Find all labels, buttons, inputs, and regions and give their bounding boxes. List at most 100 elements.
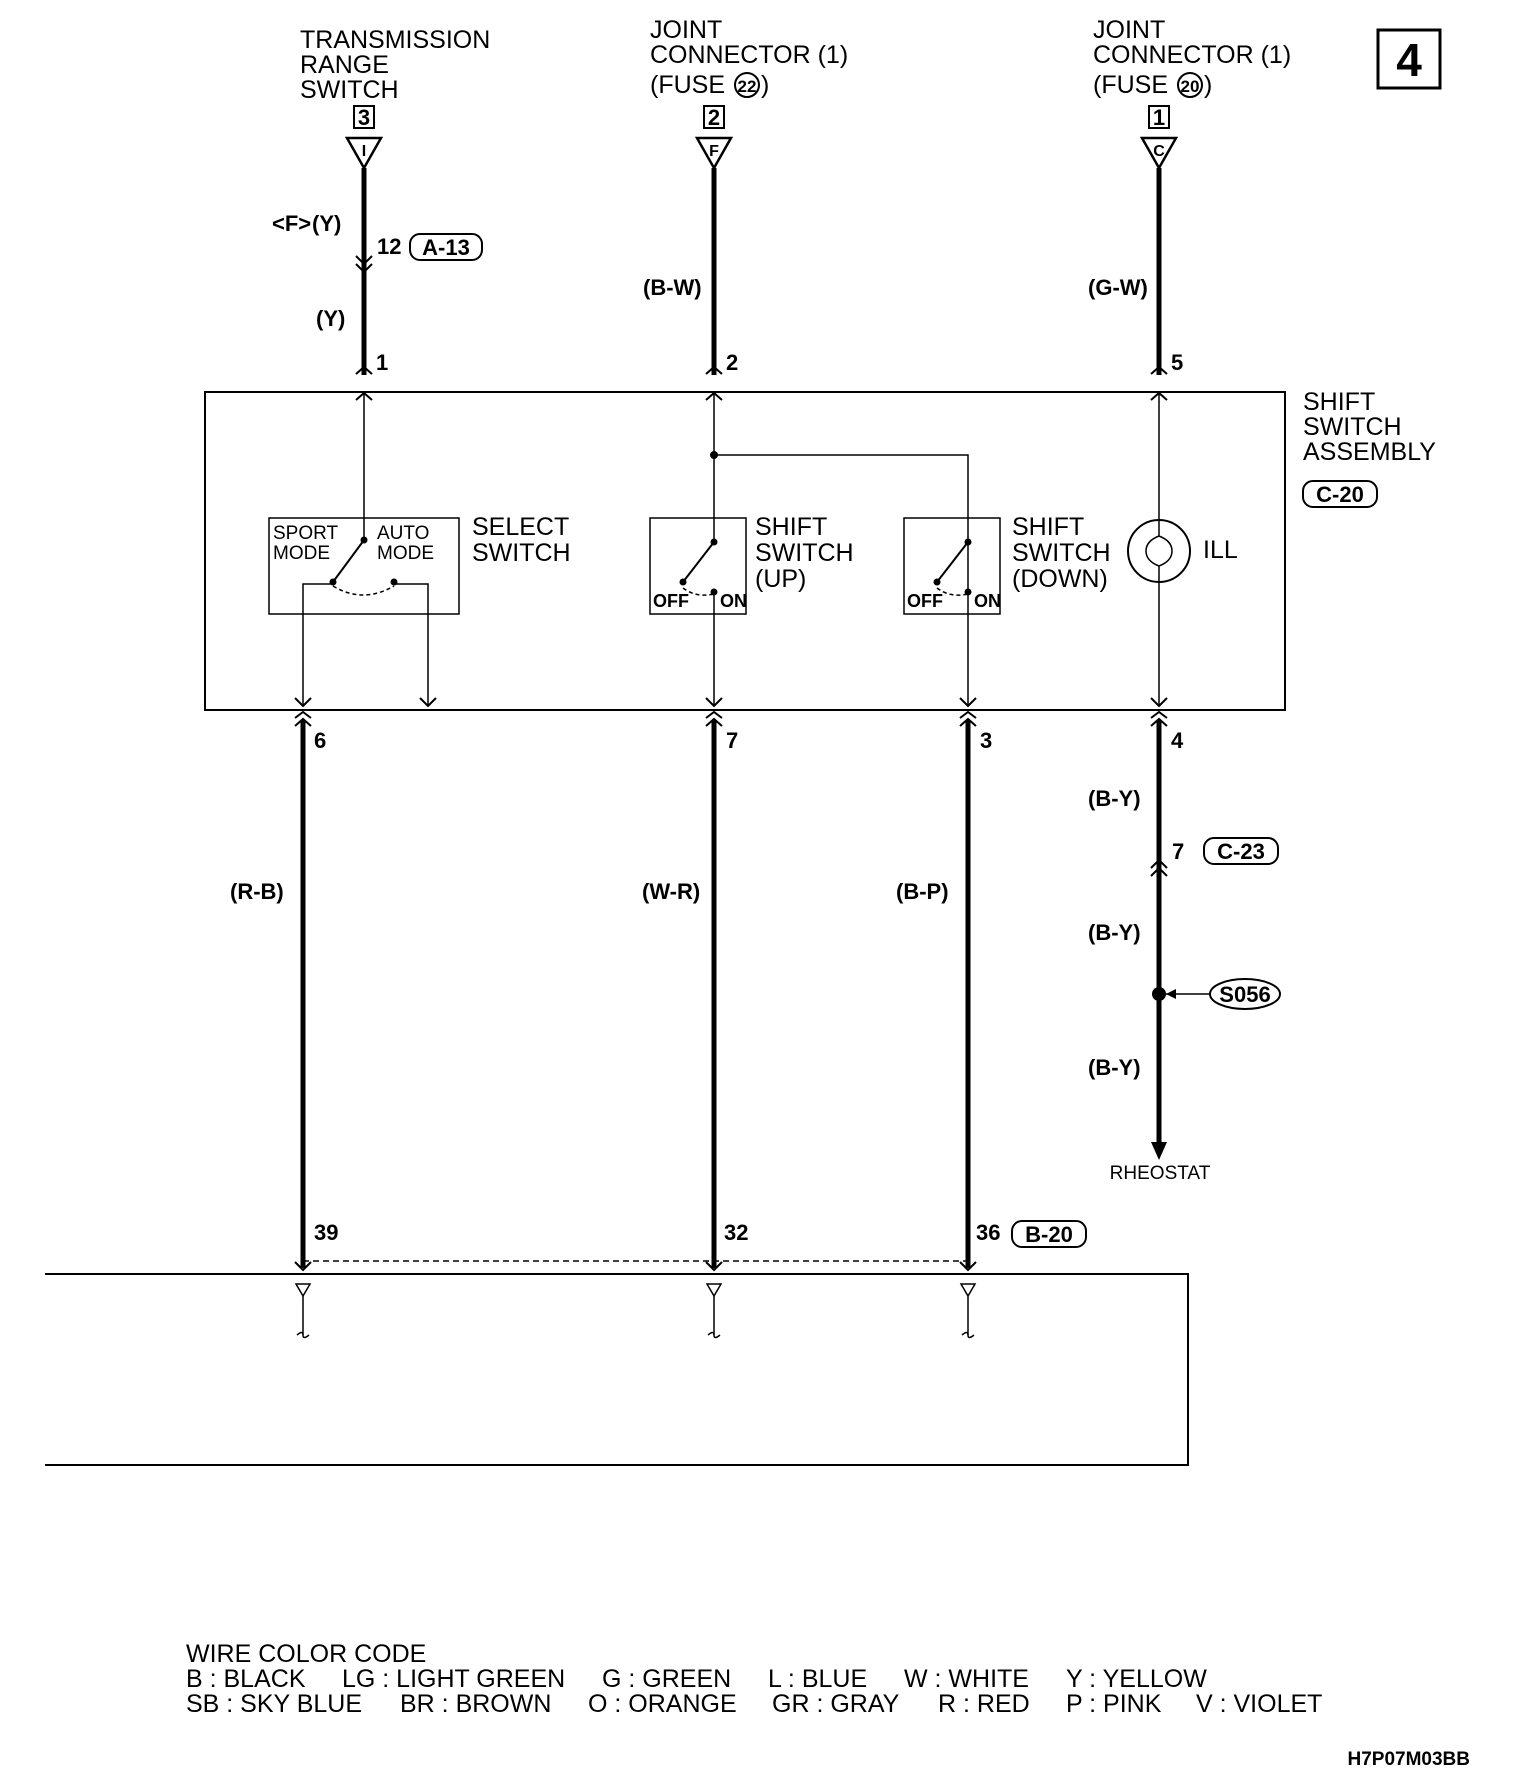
svg-text:(B-W): (B-W) <box>643 275 702 300</box>
svg-text:(Y): (Y) <box>312 211 341 236</box>
ecu-section: 39 32 36 B-20 <box>45 1220 1189 1466</box>
svg-text:SELECT: SELECT <box>472 513 569 541</box>
svg-text:SWITCH: SWITCH <box>1303 413 1402 441</box>
svg-text:(B-P): (B-P) <box>896 879 949 904</box>
joint-connector-fuse-20: JOINT CONNECTOR (1) (FUSE 20 ) 1 C <box>1093 16 1291 171</box>
connector-ref-b20 <box>1011 1220 1087 1248</box>
svg-text:Y : YELLOW: Y : YELLOW <box>1066 1665 1207 1693</box>
page-number: 4 <box>1396 34 1422 86</box>
svg-text:JOINT: JOINT <box>650 16 722 44</box>
lower-wire-mid: 7 (W-R) <box>642 710 738 1272</box>
svg-text:G : GREEN: G : GREEN <box>602 1665 731 1693</box>
svg-text:AUTO: AUTO <box>377 523 429 544</box>
svg-text:2: 2 <box>726 350 738 375</box>
svg-text:3: 3 <box>358 105 370 130</box>
connector-triangle <box>694 136 734 171</box>
svg-text:O : ORANGE: O : ORANGE <box>588 1690 737 1718</box>
svg-text:W : WHITE: W : WHITE <box>904 1665 1029 1693</box>
svg-text:1: 1 <box>1153 105 1165 130</box>
svg-text:SPORT: SPORT <box>273 523 339 544</box>
wire-color-legend: WIRE COLOR CODE B : BLACK LG : LIGHT GRE… <box>186 1640 1322 1718</box>
svg-text:(B-Y): (B-Y) <box>1088 786 1141 811</box>
svg-text:SB : SKY BLUE: SB : SKY BLUE <box>186 1690 362 1718</box>
upper-wire-1: <F> (Y) 12 A-13 (Y) 1 <box>272 168 483 375</box>
svg-text:(Y): (Y) <box>316 306 345 331</box>
svg-text:V : VIOLET: V : VIOLET <box>1196 1690 1322 1718</box>
transmission-range-switch: TRANSMISSION RANGE SWITCH 3 I <box>300 26 490 171</box>
svg-text:L : BLUE: L : BLUE <box>768 1665 867 1693</box>
connector-triangle <box>1139 136 1179 171</box>
page-number-box <box>1376 28 1442 90</box>
svg-text:C-20: C-20 <box>1316 482 1364 507</box>
svg-text:5: 5 <box>1171 350 1183 375</box>
svg-text:(G-W): (G-W) <box>1088 275 1148 300</box>
diagram-code: H7P07M03BB <box>1348 1749 1471 1770</box>
svg-text:MODE: MODE <box>273 543 330 564</box>
svg-text:SWITCH: SWITCH <box>472 539 571 567</box>
svg-text:LG : LIGHT GREEN: LG : LIGHT GREEN <box>342 1665 565 1693</box>
switch-blade <box>936 541 969 583</box>
svg-text:CONNECTOR (1): CONNECTOR (1) <box>650 41 848 69</box>
svg-text:1: 1 <box>376 350 388 375</box>
fuse-circle <box>1177 72 1203 98</box>
svg-text:(R-B): (R-B) <box>230 879 284 904</box>
svg-text:ON: ON <box>720 591 747 611</box>
svg-text:39: 39 <box>314 1220 338 1245</box>
inline-connector-mark <box>1150 858 1168 877</box>
svg-text:OFF: OFF <box>653 591 689 611</box>
svg-text:12: 12 <box>377 234 401 259</box>
svg-text:ON: ON <box>974 591 1001 611</box>
svg-text:I: I <box>362 143 366 160</box>
svg-text:S056: S056 <box>1219 982 1270 1007</box>
svg-text:ASSEMBLY: ASSEMBLY <box>1303 438 1436 466</box>
svg-text:TRANSMISSION: TRANSMISSION <box>300 26 490 54</box>
connector-ref-c23 <box>1203 837 1279 865</box>
svg-text:(B-Y): (B-Y) <box>1088 1055 1141 1080</box>
splice-s056 <box>1209 978 1281 1010</box>
svg-text:(W-R): (W-R) <box>642 879 700 904</box>
svg-text:OFF: OFF <box>907 591 943 611</box>
switch-blade <box>682 541 715 583</box>
arrow-down-icon <box>1151 1142 1167 1160</box>
svg-text:7: 7 <box>1172 839 1184 864</box>
lower-wire-left: 6 (R-B) <box>230 710 326 1272</box>
svg-text:36: 36 <box>976 1220 1000 1245</box>
inline-connector-mark <box>355 255 373 274</box>
svg-text:JOINT: JOINT <box>1093 16 1165 44</box>
upper-wire-2: (B-W) 2 <box>643 168 738 375</box>
svg-text:7: 7 <box>726 728 738 753</box>
svg-text:4: 4 <box>1171 728 1184 753</box>
svg-text:SWITCH: SWITCH <box>1012 539 1111 567</box>
svg-text:SWITCH: SWITCH <box>300 76 399 104</box>
svg-text:MODE: MODE <box>377 543 434 564</box>
connector-triangle <box>344 136 384 171</box>
svg-text:(DOWN): (DOWN) <box>1012 565 1108 593</box>
svg-text:B-20: B-20 <box>1025 1222 1073 1247</box>
svg-text:(FUSE: (FUSE <box>1093 71 1168 99</box>
ecu-box <box>45 1273 1189 1466</box>
shift-switch-up: OFF ON SHIFT SWITCH (UP) <box>649 393 969 705</box>
svg-text:(FUSE: (FUSE <box>650 71 725 99</box>
svg-text:RHEOSTAT: RHEOSTAT <box>1110 1163 1211 1184</box>
switch-blade <box>332 539 365 583</box>
splice-dot <box>1152 987 1166 1001</box>
terminal-box <box>353 105 375 129</box>
svg-text:P : PINK: P : PINK <box>1066 1690 1162 1718</box>
upper-wire-3: (G-W) 5 <box>1088 168 1183 375</box>
svg-text:SHIFT: SHIFT <box>755 513 827 541</box>
svg-text:22: 22 <box>738 77 757 96</box>
svg-text:SWITCH: SWITCH <box>755 539 854 567</box>
select-switch: SPORT MODE AUTO MODE SELECT SWITCH <box>268 393 571 708</box>
svg-text:R : RED: R : RED <box>938 1690 1030 1718</box>
svg-text:2: 2 <box>708 105 720 130</box>
terminal-box <box>703 105 725 129</box>
svg-text:<F>: <F> <box>272 211 311 236</box>
svg-text:C-23: C-23 <box>1217 839 1265 864</box>
assembly-label: SHIFT SWITCH ASSEMBLY C-20 <box>1302 388 1436 508</box>
ill-circuit: 4 (B-Y) 7 C-23 (B-Y) S056 (B-Y) RHEOSTAT <box>1088 710 1281 1184</box>
svg-text:(B-Y): (B-Y) <box>1088 920 1141 945</box>
svg-text:SHIFT: SHIFT <box>1303 388 1375 416</box>
svg-text:): ) <box>1204 71 1212 99</box>
svg-text:): ) <box>761 71 769 99</box>
